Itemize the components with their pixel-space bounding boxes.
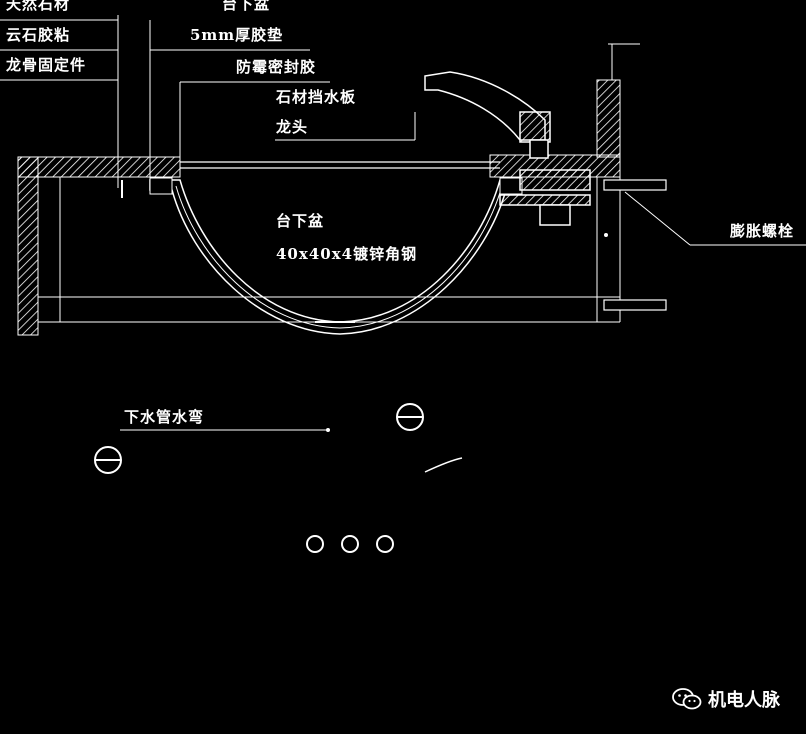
- watermark: 机电人脉: [672, 686, 780, 712]
- label-drain: 下水管水弯: [124, 408, 205, 426]
- countertop-left: [17, 156, 181, 178]
- label-undermount-top: 台下盆: [222, 0, 271, 13]
- label-stone: 天然石材: [6, 0, 71, 13]
- wechat-icon: [672, 688, 702, 710]
- basin-clip-right: [499, 177, 523, 195]
- plan-symbols: [94, 403, 463, 553]
- faucet-icon: [424, 71, 591, 226]
- anchor-bolts-right: [603, 179, 667, 311]
- label-faucet: 龙头: [276, 118, 309, 136]
- label-steel: 40x40x4镀锌角钢: [276, 245, 418, 263]
- basin-clip-left: [149, 177, 173, 195]
- label-stone-board: 石材挡水板: [276, 88, 357, 106]
- drain-leader-dot: [326, 428, 330, 432]
- label-sealant: 防霉密封胶: [236, 58, 317, 76]
- watermark-text: 机电人脉: [708, 690, 780, 711]
- left-wall: [17, 156, 39, 336]
- label-anchor: 膨胀螺栓: [730, 222, 795, 240]
- label-keel-fixture: 龙骨固定件: [6, 56, 87, 74]
- label-basin: 台下盆: [276, 212, 325, 230]
- basin-inner-line: [175, 185, 503, 329]
- label-stone-glue: 云石胶粘: [6, 26, 71, 44]
- leader-lines-top-left: [0, 15, 330, 188]
- marker-dot: [604, 233, 608, 237]
- backsplash-right: [596, 79, 621, 158]
- label-rubber-pad: 5mm厚胶垫: [190, 26, 284, 44]
